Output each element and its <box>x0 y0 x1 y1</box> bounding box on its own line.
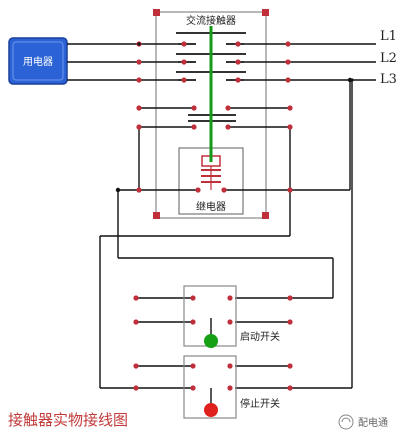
control-wires <box>99 80 353 389</box>
stop-switch-label: 停止开关 <box>240 397 280 410</box>
load-box <box>8 37 68 85</box>
aux-wires <box>139 107 290 128</box>
terminal-dots <box>133 41 293 391</box>
line-label-l3: L3 <box>380 72 397 87</box>
start-button[interactable] <box>204 334 218 348</box>
stop-switch-box <box>183 355 237 419</box>
contactor-housing <box>153 9 269 219</box>
watermark-text: 配电通 <box>358 416 388 429</box>
diagram-title: 接触器实物接线图 <box>8 411 128 429</box>
watermark-icon <box>338 414 354 430</box>
contactor-label: 交流接触器 <box>186 14 236 27</box>
stop-button[interactable] <box>204 403 218 417</box>
line-label-l2: L2 <box>380 51 397 66</box>
relay-label: 继电器 <box>196 200 226 213</box>
start-switch-label: 启动开关 <box>240 330 280 343</box>
load-label: 用电器 <box>23 55 53 68</box>
junction-dots <box>115 42 354 193</box>
line-label-l1: L1 <box>380 29 397 44</box>
supply-lines <box>67 43 376 81</box>
